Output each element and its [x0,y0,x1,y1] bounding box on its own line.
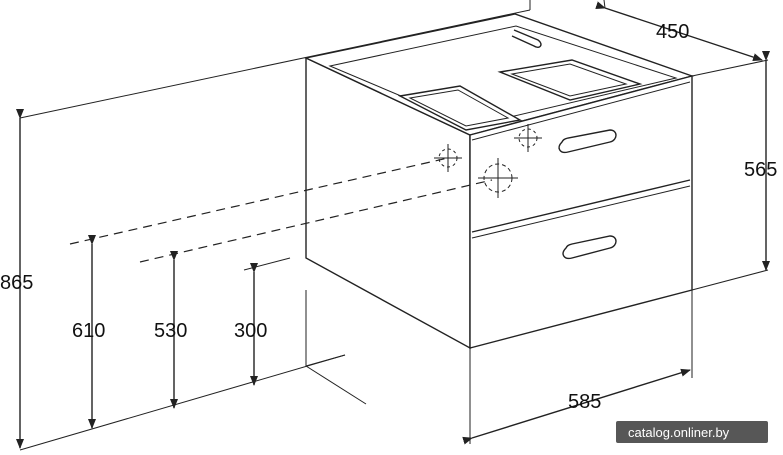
cabinet-body [303,13,695,350]
bottom-drawer-handle [562,235,617,260]
width-dimension-line [462,368,691,445]
crosshair-marker-3 [514,124,542,152]
crosshair-marker-1 [434,144,462,172]
front-height-label: 565 [744,159,777,181]
wall-top-line [19,9,531,119]
floor-corner-line [305,365,367,405]
depth-label: 450 [656,21,689,43]
width-label: 585 [568,391,601,413]
watermark: catalog.onliner.by [616,421,768,443]
pipe-line-530 [139,179,493,263]
svg-text:catalog.onliner.by: catalog.onliner.by [628,425,730,440]
floor-line [19,354,346,451]
top-drawer-handle [558,129,617,154]
pipe-height-530-label: 530 [154,320,187,342]
depth-dimension-line [595,1,763,61]
pipe-height-300-label: 300 [234,320,267,342]
wall-corner [305,290,346,367]
pipe-line-610 [69,157,449,245]
crosshair-marker-2 [478,158,518,198]
back-slot [511,29,542,49]
pipe-line-300 [243,257,291,271]
total-height-label: 865 [0,272,33,294]
pipe-height-610-label: 610 [72,320,105,342]
left-drawer-insert [397,85,523,131]
